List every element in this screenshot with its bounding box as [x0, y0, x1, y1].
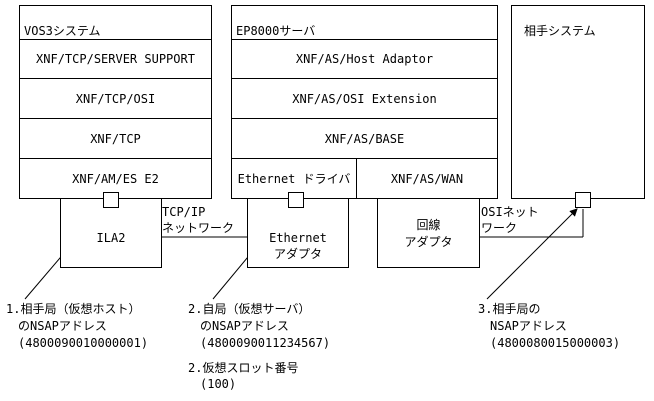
osi-network-label-line1: OSIネット: [481, 205, 539, 219]
line-adapter-box: [377, 198, 480, 268]
osi-network-label-line2: ワーク: [481, 221, 518, 235]
annotation-remote-host-nsap-line2: のNSAPアドレス: [18, 319, 107, 333]
annotation-remote-station-nsap-line1: 3.相手局の: [478, 302, 541, 316]
line-adapter-label-line2: アダプタ: [404, 235, 453, 249]
tcpip-network-label-line1: TCP/IP: [162, 205, 206, 219]
annotation-remote-station-nsap-line3: (4800080015000003): [490, 336, 621, 350]
ethernet-adapter-box: [247, 198, 349, 268]
annotation-remote-host-nsap-line3: (4800090010000001): [18, 336, 149, 350]
ila2-adapter-box: [60, 198, 162, 268]
vos3-system-title: VOS3システム: [24, 24, 101, 38]
annotation-own-station-nsap-line2: のNSAPアドレス: [200, 319, 289, 333]
annotation-own-station-nsap-line1: 2.自局（仮想サーバ）: [188, 302, 311, 316]
annotation-remote-station-nsap-line2: NSAPアドレス: [490, 319, 567, 333]
ep-layer-base: XNF/AS/BASE: [231, 118, 498, 159]
vos3-layer-server-support: XNF/TCP/SERVER SUPPORT: [19, 39, 212, 79]
annotation-virtual-slot-line2: (100): [200, 377, 237, 391]
ethernet-adapter-port: [288, 192, 304, 208]
remote-system-title: 相手システム: [524, 24, 596, 38]
ep8000-server-title: EP8000サーバ: [236, 24, 316, 38]
ethernet-adapter-label-line2: アダプタ: [273, 247, 322, 261]
annotation-virtual-slot-line1: 2.仮想スロット番号: [188, 361, 299, 375]
ep-layer-osi-extension: XNF/AS/OSI Extension: [231, 78, 498, 119]
vos3-layer-tcp-osi: XNF/TCP/OSI: [19, 78, 212, 119]
ep-layer-host-adaptor: XNF/AS/Host Adaptor: [231, 39, 498, 79]
ethernet-adapter-label-line1: Ethernet: [269, 231, 327, 245]
line-adapter-label-line1: 回線: [416, 218, 441, 232]
arrow-remote-station-nsap: [486, 208, 578, 300]
tcpip-network-label-line2: ネットワーク: [162, 221, 235, 235]
vos3-layer-tcp: XNF/TCP: [19, 118, 212, 159]
ila2-label: ILA2: [96, 231, 126, 245]
annotation-own-station-nsap-line3: (4800090011234567): [200, 336, 331, 350]
remote-system-box: [511, 5, 645, 199]
ep-wan-layer: XNF/AS/WAN: [356, 158, 498, 199]
annotation-remote-host-nsap-line1: 1.相手局（仮想ホスト）: [6, 302, 141, 316]
ila2-port: [103, 192, 119, 208]
remote-system-port: [575, 192, 591, 208]
